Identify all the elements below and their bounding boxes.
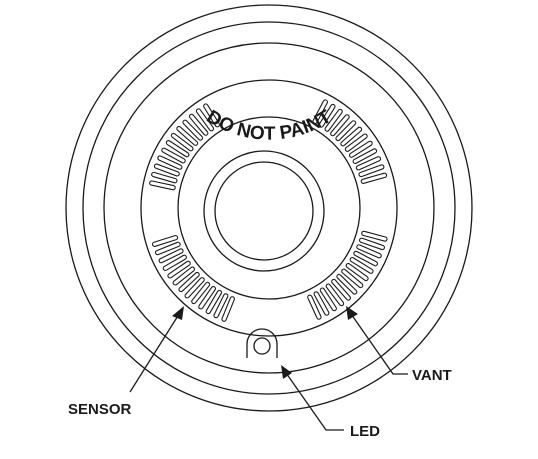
vent-slot bbox=[195, 108, 215, 132]
vent-slots bbox=[149, 99, 388, 322]
vent-slot bbox=[152, 235, 179, 247]
vent-slot bbox=[182, 119, 204, 141]
vent-slot bbox=[170, 132, 194, 152]
led-indicator bbox=[253, 337, 271, 355]
vent-slot bbox=[324, 108, 343, 132]
vent-slot bbox=[336, 273, 358, 295]
vent-slot bbox=[345, 262, 369, 282]
vent-slot bbox=[176, 126, 199, 146]
housing-inner-ring bbox=[82, 21, 456, 395]
vent-slot bbox=[203, 103, 220, 128]
warning-label: DO NOT PAINT bbox=[203, 106, 336, 145]
vent-slot bbox=[191, 281, 211, 305]
vent-callout-leader bbox=[346, 306, 408, 375]
vent-slot bbox=[358, 164, 385, 178]
led-callout-leader bbox=[281, 365, 344, 431]
vent-slot bbox=[353, 250, 378, 267]
vent-slot bbox=[313, 291, 330, 316]
vent-slot bbox=[178, 271, 200, 293]
vent-slot bbox=[335, 120, 357, 142]
outer-housing-ring bbox=[65, 4, 473, 412]
cover-ring bbox=[103, 42, 435, 374]
vent-slot bbox=[221, 296, 235, 322]
sensor-label: SENSOR bbox=[68, 401, 132, 418]
vent-slot bbox=[184, 277, 205, 299]
vent-slot bbox=[172, 266, 195, 286]
vent-slot bbox=[167, 260, 191, 279]
vent-slot bbox=[330, 114, 350, 137]
warning-label-text: DO NOT PAINT bbox=[203, 106, 336, 145]
vent-slot bbox=[344, 133, 368, 152]
sensor-callout-leader bbox=[129, 306, 184, 393]
vent-slot bbox=[312, 99, 328, 125]
vent-slot bbox=[151, 171, 178, 184]
vent-slot bbox=[352, 148, 378, 165]
vent-slot bbox=[356, 244, 382, 259]
vent-slot bbox=[319, 287, 337, 312]
vent-slot bbox=[307, 294, 322, 320]
vent-slot bbox=[355, 156, 382, 171]
vent-label: VANT bbox=[412, 367, 452, 384]
vent-slot bbox=[361, 230, 388, 242]
vent-slot bbox=[158, 248, 184, 264]
vent-slot bbox=[348, 140, 373, 158]
vent-slot bbox=[188, 113, 209, 136]
vent-slot bbox=[165, 140, 190, 158]
center-chamber-inner bbox=[214, 161, 314, 261]
vent-slot bbox=[157, 155, 183, 170]
center-chamber-outer bbox=[203, 150, 325, 272]
vent-slot bbox=[162, 254, 187, 271]
vent-slot bbox=[161, 147, 186, 164]
vent-inner-ring bbox=[177, 116, 361, 300]
led-housing bbox=[246, 328, 278, 358]
vent-slot bbox=[149, 180, 176, 191]
vent-slot bbox=[325, 283, 345, 307]
vent-slot bbox=[205, 289, 223, 315]
vent-slot bbox=[154, 241, 181, 256]
vent-slot bbox=[340, 126, 363, 147]
vent-slot bbox=[341, 268, 364, 289]
vent-slot bbox=[349, 257, 374, 274]
vent-slot bbox=[360, 172, 388, 184]
vent-slot bbox=[318, 103, 336, 128]
vent-slot bbox=[359, 237, 385, 251]
vent-slot bbox=[331, 278, 351, 301]
vent-slot bbox=[153, 163, 180, 177]
led-label: LED bbox=[350, 423, 380, 440]
vent-slot bbox=[198, 286, 216, 310]
vent-slot bbox=[213, 293, 229, 319]
vent-outer-ring bbox=[140, 79, 398, 337]
